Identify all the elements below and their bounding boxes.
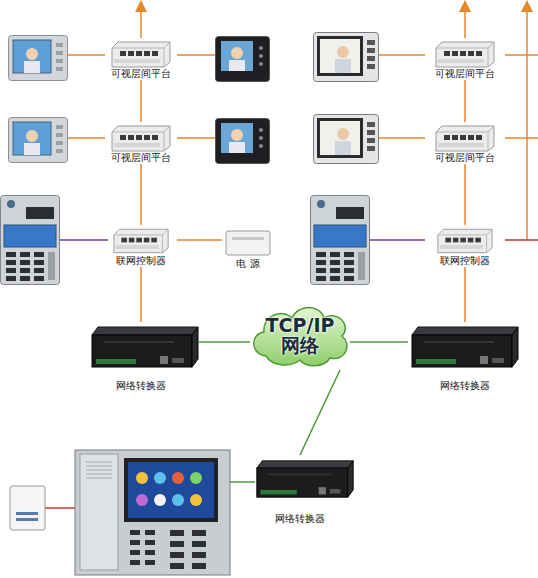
power-supply-detail	[232, 237, 264, 240]
connector-line	[140, 80, 142, 122]
node-label: 网络转换器	[275, 513, 325, 525]
connector-line	[464, 267, 466, 322]
screen-icons	[136, 472, 202, 506]
floor-platform: 可视层间平台	[425, 38, 505, 80]
network-wire	[505, 239, 538, 241]
floor-platform: 可视层间平台	[105, 38, 177, 80]
indoor-monitor	[216, 119, 270, 164]
indoor-monitor	[9, 118, 68, 163]
power-supply	[226, 231, 270, 255]
network-controller: 联网控制器	[425, 225, 505, 267]
riser-line	[464, 6, 466, 38]
node-label: TCP/IP 网络	[265, 315, 335, 355]
monitor-wire	[379, 54, 425, 56]
connector-line	[350, 341, 408, 343]
network-converter	[257, 461, 353, 497]
floor-platform: 可视层间平台	[425, 122, 505, 164]
console-handset	[80, 454, 118, 570]
node-label: 网络转换器	[116, 380, 166, 392]
connector-line	[140, 267, 142, 322]
indoor-monitor	[314, 115, 379, 164]
node-label: 电 源	[236, 258, 259, 270]
node-label: 可视层间平台	[435, 68, 495, 80]
door-station	[1, 196, 60, 285]
network-controller: 联网控制器	[105, 225, 177, 267]
console-body	[75, 450, 230, 575]
indoor-monitor	[216, 37, 270, 82]
network-cloud: TCP/IP 网络	[250, 300, 350, 370]
console-keypad	[130, 530, 206, 569]
node-label: 联网控制器	[440, 255, 490, 267]
power-supply: 电 源	[222, 228, 274, 270]
network-converter: 网络转换器	[84, 322, 198, 392]
connector-line	[198, 341, 250, 343]
node-label: 网络转换器	[440, 380, 490, 392]
door-station	[311, 196, 370, 285]
riser-line	[140, 6, 142, 38]
connector-line	[300, 370, 340, 455]
cloud-shape	[254, 308, 347, 366]
network-converter: 网络转换器	[250, 455, 350, 525]
monitor-wire	[379, 137, 425, 139]
monitor-wire	[68, 137, 105, 139]
monitor-wire	[505, 137, 538, 139]
network-controller	[114, 229, 168, 252]
network-converter: 网络转换器	[408, 322, 522, 392]
power-wire	[45, 507, 75, 509]
node-label: 联网控制器	[116, 255, 166, 267]
door-station-wire	[370, 239, 425, 241]
indoor-monitor	[314, 33, 379, 82]
network-converter	[412, 327, 518, 367]
monitor-wire	[177, 137, 215, 139]
floor-platform	[112, 126, 170, 151]
node-label: 可视层间平台	[111, 68, 171, 80]
console-screen	[128, 462, 214, 518]
power-box-mark	[16, 512, 38, 515]
floor-platform	[436, 42, 494, 67]
connector-line	[464, 80, 466, 122]
connector-line	[464, 164, 466, 225]
network-controller	[438, 229, 492, 252]
connector-line	[140, 164, 142, 225]
monitor-wire	[177, 54, 215, 56]
power-box	[10, 486, 45, 530]
indoor-monitor	[9, 36, 68, 81]
connector-line	[177, 239, 222, 241]
network-wire	[230, 481, 255, 483]
handset-grille	[86, 462, 112, 478]
floor-platform	[112, 42, 170, 67]
power-box-mark	[16, 518, 38, 521]
monitor-wire	[68, 54, 105, 56]
monitor-wire	[505, 54, 538, 56]
floor-platform	[436, 126, 494, 151]
node-label: 可视层间平台	[435, 152, 495, 164]
floor-platform: 可视层间平台	[105, 122, 177, 164]
door-station-wire	[60, 239, 108, 241]
node-label: 可视层间平台	[111, 152, 171, 164]
console-bezel	[124, 458, 218, 522]
network-converter	[92, 327, 198, 367]
riser-line	[526, 6, 528, 240]
